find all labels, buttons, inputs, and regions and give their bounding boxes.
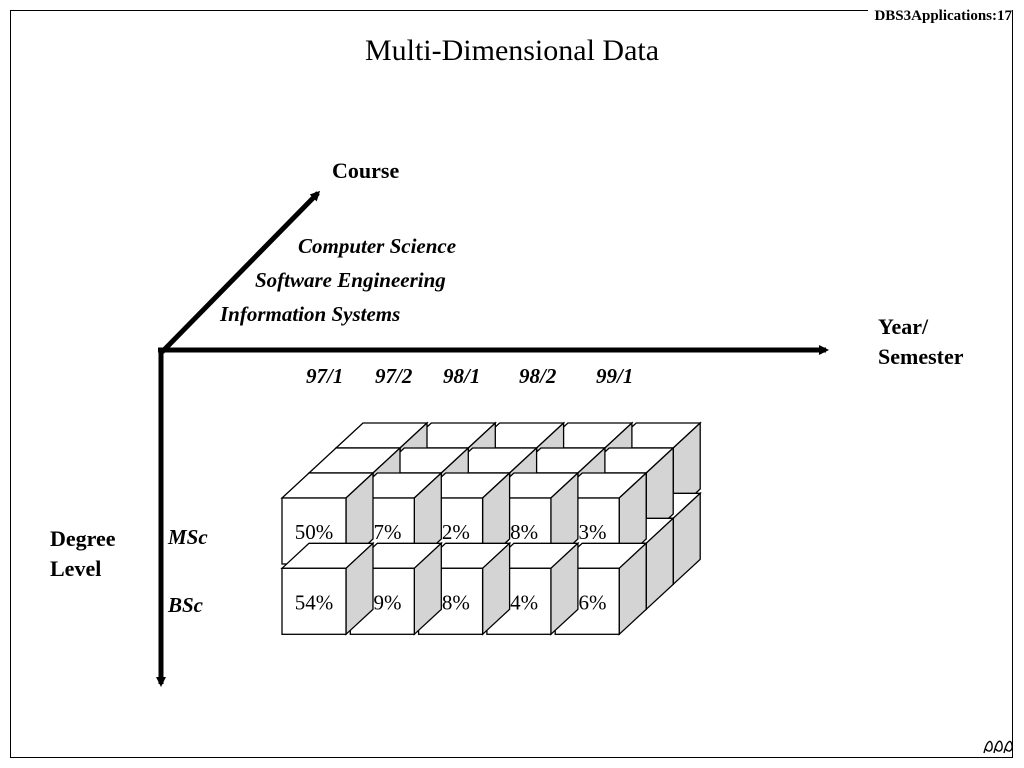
semester-label-98-2: 98/2 xyxy=(519,364,557,388)
semester-label-97-2: 97/2 xyxy=(375,364,413,388)
year-axis-label: Year/ Semester xyxy=(878,312,964,372)
semester-label-99-1: 99/1 xyxy=(596,364,634,388)
semester-label-98-1: 98/1 xyxy=(443,364,481,388)
course-axis-label: Course xyxy=(332,158,400,183)
slide-frame xyxy=(10,10,1013,758)
course-label-software-engineering: Software Engineering xyxy=(255,268,446,292)
level-label-bsc: BSc xyxy=(168,593,204,617)
level-label-msc: MSc xyxy=(168,525,208,549)
year-axis-label-line1: Year/ xyxy=(878,314,929,339)
degree-axis-label: Degree Level xyxy=(50,524,116,584)
cube-front-face xyxy=(281,567,347,635)
semester-label-97-1: 97/1 xyxy=(306,364,344,388)
slide-id: DBS3Applications:17 xyxy=(868,8,1012,25)
cube-value-bsc-0: 54% xyxy=(295,590,334,614)
slide-title: Multi-Dimensional Data xyxy=(364,34,660,67)
data-cube-grid: 53%48%52%47%50%56%54%58%49%54% xyxy=(280,421,702,636)
cube-value-msc-0: 50% xyxy=(295,520,334,544)
degree-axis-label-line1: Degree xyxy=(50,526,116,551)
course-axis-arrow xyxy=(160,190,321,354)
course-label-information-systems: Information Systems xyxy=(220,302,401,326)
course-label-computer-science: Computer Science xyxy=(298,234,457,258)
degree-axis-label-line2: Level xyxy=(50,556,102,581)
year-axis-label-line2: Semester xyxy=(878,344,964,369)
logo-icon xyxy=(983,740,1013,754)
